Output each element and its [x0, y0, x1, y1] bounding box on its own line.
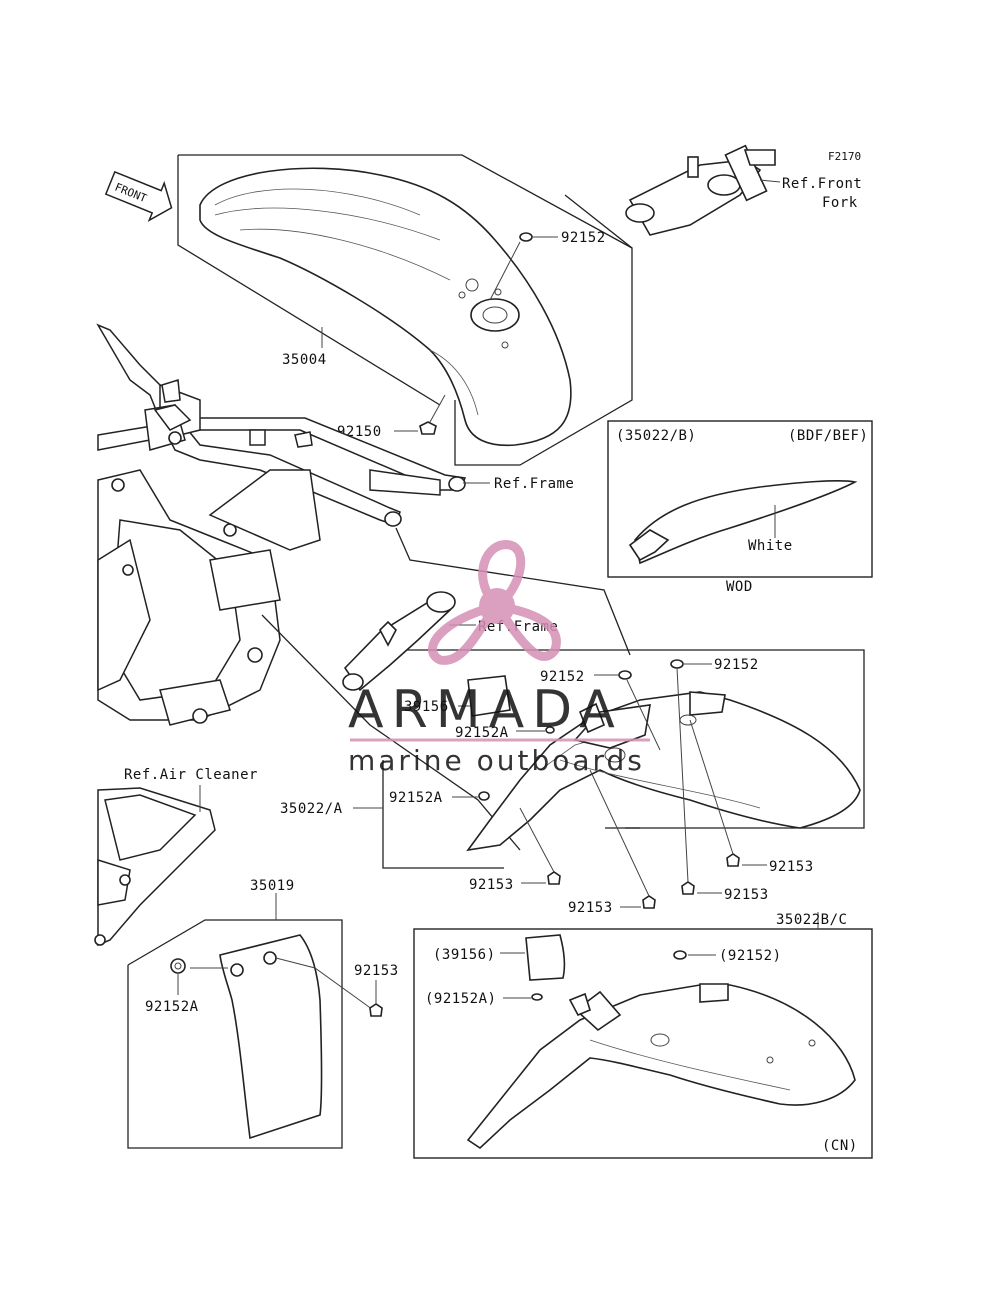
watermark-brand: ARMADA — [348, 680, 623, 740]
label-92152a-rear-a: 92152A — [455, 725, 509, 741]
label-35004: 35004 — [282, 352, 327, 368]
front-fender — [199, 167, 572, 447]
watermark-tagline: marine outboards — [348, 744, 645, 777]
label-35022bc: 35022B/C — [776, 912, 847, 928]
air-cleaner-ref: Ref.Air Cleaner — [94, 767, 258, 947]
rear-fender-group: Ref.Frame 39156 92152 92152 92152A 92152… — [280, 591, 865, 916]
ref-front-fork-line2: Fork — [822, 195, 858, 211]
inset-note-white: White — [748, 538, 793, 554]
bolt-92153-d: 92153 — [689, 719, 814, 875]
propeller-logo-icon — [428, 540, 561, 665]
label-92153-a: 92153 — [469, 877, 514, 893]
label-92152-rear-a: 92152 — [540, 669, 585, 685]
label-92152-fender: 92152 — [561, 230, 606, 246]
ref-frame-upper: Ref.Frame — [494, 476, 574, 492]
inset-model-code: (BDF/BEF) — [788, 428, 868, 444]
label-92153-d: 92153 — [769, 859, 814, 875]
label-92152a-rear-b: 92152A — [389, 790, 443, 806]
label-92153-flap: 92153 — [354, 963, 399, 979]
front-fender-group: 92152 92150 35004 — [177, 154, 633, 466]
label-92152a-cn: (92152A) — [425, 991, 496, 1007]
diagram-code: F2170 — [828, 150, 861, 163]
label-39156-cn: (39156) — [433, 947, 496, 963]
inset-color-variant: (35022/B) (BDF/BEF) White WOD — [607, 420, 873, 595]
frame-ref: Ref.Frame — [96, 323, 631, 851]
armada-watermark: ARMADA marine outboards — [348, 540, 650, 777]
label-92152-rear-b: 92152 — [714, 657, 759, 673]
bolt-92153-b: 92153 — [568, 769, 656, 916]
ref-air-cleaner: Ref.Air Cleaner — [124, 767, 258, 783]
label-92153-c: 92153 — [724, 887, 769, 903]
bolt-92153-a: 92153 — [469, 807, 561, 893]
inset-caption-wod: WOD — [726, 579, 753, 595]
label-cn-region: (CN) — [822, 1138, 858, 1154]
bolt-92153-c: 92153 — [676, 667, 769, 903]
ref-front-fork-line1: Ref.Front — [782, 176, 862, 192]
label-92152a-flap: 92152A — [145, 999, 199, 1015]
label-39156: 39156 — [404, 699, 449, 715]
front-fork-ref: Ref.Front Fork — [625, 144, 862, 236]
label-35022a: 35022/A — [280, 801, 343, 817]
inset-part-code: (35022/B) — [616, 428, 696, 444]
label-35019: 35019 — [250, 878, 295, 894]
label-92153-b: 92153 — [568, 900, 613, 916]
cn-inset: 35022B/C (39156) (92152) (92152A) (CN) — [413, 912, 873, 1159]
front-arrow-icon: FRONT — [104, 170, 173, 222]
label-92152-cn: (92152) — [719, 948, 782, 964]
mud-flap-group: 35019 92152A 92153 — [127, 878, 399, 1149]
